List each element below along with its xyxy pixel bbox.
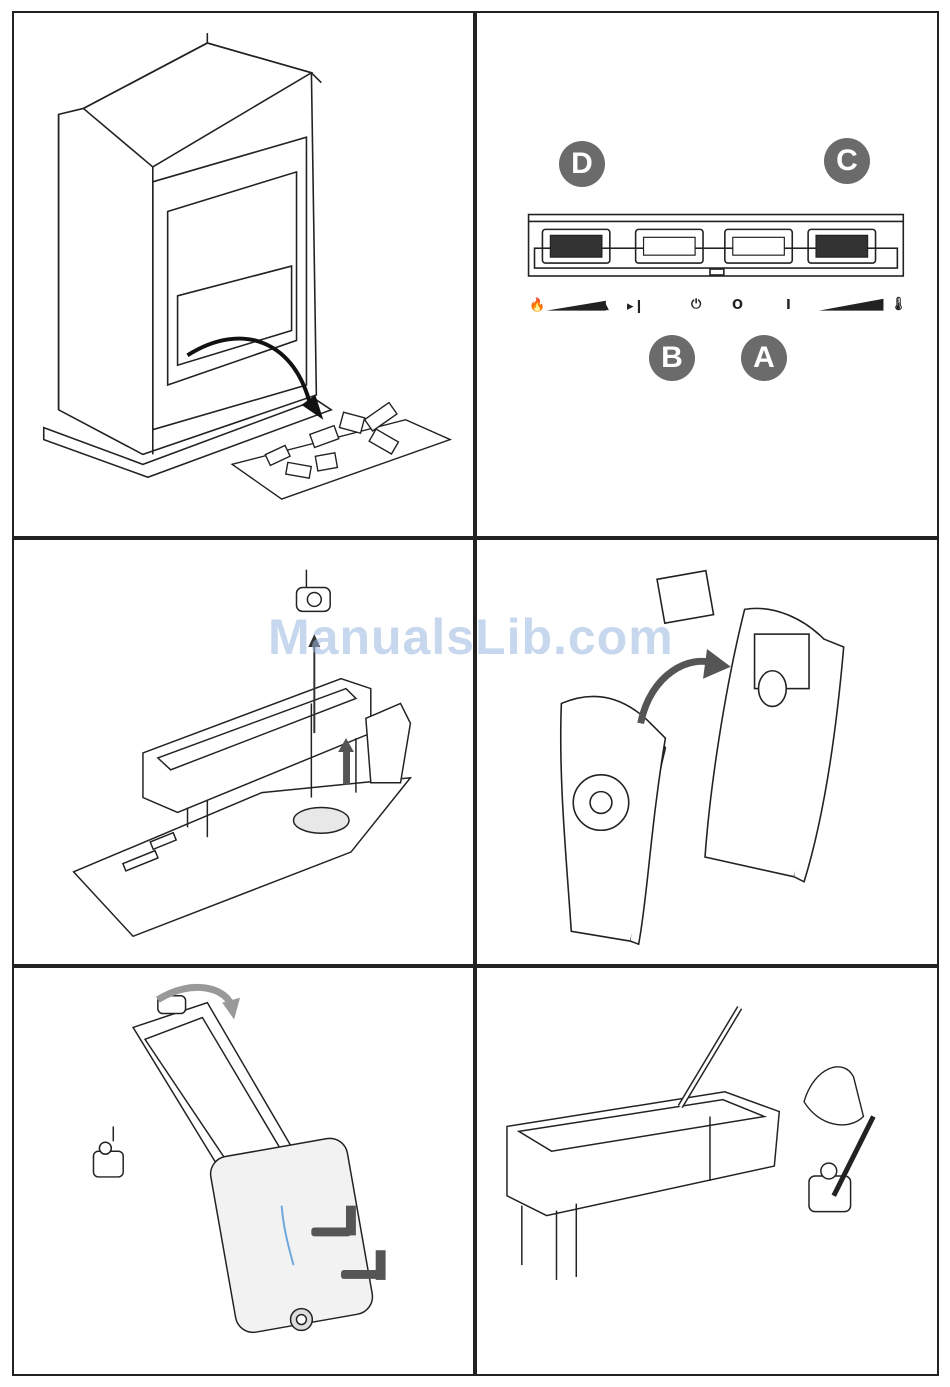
cleaning-illustration <box>477 968 937 1374</box>
cleaning-panel <box>475 966 939 1376</box>
remote-control-panel <box>475 538 939 966</box>
fireplace-illustration <box>14 13 473 536</box>
thermometer-icon: 🌡 <box>890 297 907 312</box>
remote-control-illustration <box>477 540 937 964</box>
badge-d: D <box>559 141 605 187</box>
tank-emptying-panel <box>12 966 475 1376</box>
flame-low-icon: 🔥 <box>529 298 545 313</box>
on-symbol: I <box>786 298 791 313</box>
power-icon: ⏻ <box>691 297 701 312</box>
badge-a: A <box>741 335 787 381</box>
tank-emptying-illustration <box>14 968 473 1374</box>
off-symbol: O <box>732 298 743 313</box>
control-panel-diagram: D C B A 🔥 ▲ ▸❙ ⏻ O I 🌡 <box>475 11 939 538</box>
flame-mode-icon: ▸❙ <box>627 299 644 314</box>
fireplace-illustration-panel <box>12 11 475 538</box>
badge-b: B <box>649 335 695 381</box>
water-tank-illustration <box>14 540 473 964</box>
flame-small-icon: ▲ <box>602 302 609 312</box>
water-tank-removal-panel <box>12 538 475 966</box>
badge-c: C <box>824 138 870 184</box>
control-strip-illustration <box>477 13 937 536</box>
